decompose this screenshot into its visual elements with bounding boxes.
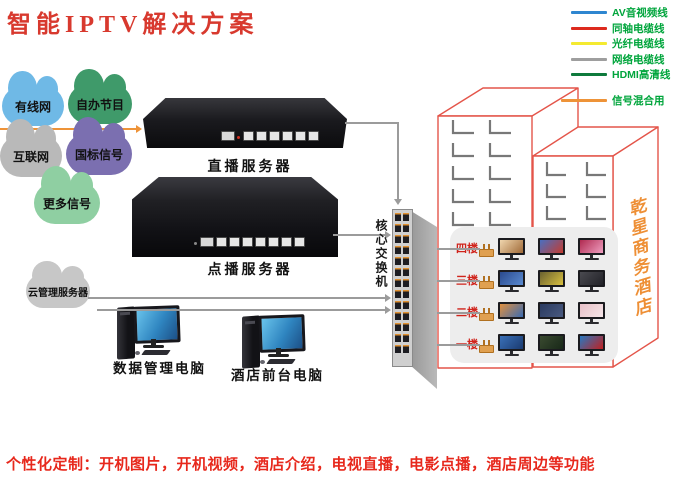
- wifi-ap-icon: [479, 308, 494, 321]
- floors-panel: 四楼 三楼 二楼 一楼: [450, 227, 618, 363]
- cloud-label: 国标信号: [74, 147, 123, 162]
- tv-screen: [578, 301, 605, 319]
- tv-screen: [538, 269, 565, 287]
- cloud-self-programs: 自办节目: [68, 68, 132, 124]
- building-windows: [451, 120, 606, 227]
- floor4-link: [430, 248, 480, 250]
- wifi-ap-icon: [479, 276, 494, 289]
- tv-screen: [498, 237, 525, 255]
- legend-line-mixed: [561, 98, 607, 102]
- legend-label: 信号混合用: [612, 94, 665, 107]
- core-switch-label: 核心交换机: [374, 219, 388, 289]
- live-server-link-arrow: [394, 199, 402, 205]
- pc-monitor: [133, 305, 181, 344]
- caption: 个性化定制：开机图片，开机视频，酒店介绍，电视直播，电影点播，酒店周边等功能: [6, 456, 596, 473]
- floor2-link: [430, 312, 480, 314]
- cloud-label: 互联网: [12, 149, 49, 164]
- legend-item: 光纤电缆线: [561, 36, 680, 52]
- tv-screen: [498, 269, 525, 287]
- vod-server-label: 点播服务器: [207, 261, 293, 277]
- live-server-link: [397, 122, 399, 199]
- legend-item: AV音视频线: [561, 5, 680, 21]
- legend-item: 信号混合用: [561, 93, 680, 109]
- live-server-link: [345, 122, 399, 124]
- floor3-link: [430, 280, 480, 282]
- legend-item: 网络电缆线: [561, 52, 680, 68]
- wifi-ap-icon: [479, 244, 494, 257]
- tv-screen: [498, 301, 525, 319]
- legend-label: HDMI高清线: [612, 69, 671, 82]
- server-ports: [221, 131, 319, 141]
- pc-tower: [117, 306, 135, 360]
- cloud-server-link-arrow: [385, 294, 391, 302]
- data-management-pc-label: 数据管理电脑: [113, 361, 206, 376]
- wifi-ap-icon: [479, 340, 494, 353]
- cloud-cable-network: 有线网: [2, 70, 64, 126]
- server-ports: [194, 237, 305, 247]
- tv-screen: [498, 333, 525, 351]
- tv-screen: [538, 333, 565, 351]
- tv-screen: [578, 237, 605, 255]
- tv-screen: [538, 301, 565, 319]
- live-server: [143, 98, 347, 148]
- legend-line-fiber: [571, 42, 607, 46]
- vod-server-link-arrow: [385, 231, 391, 239]
- tv: [578, 301, 605, 324]
- floor1-link: [430, 344, 480, 346]
- pc-monitor: [258, 314, 306, 353]
- cloud-more-signals: 更多信号: [34, 166, 100, 224]
- front-desk-pc-label: 酒店前台电脑: [231, 368, 324, 383]
- legend-label: AV音视频线: [612, 7, 668, 20]
- legend-item: HDMI高清线: [561, 67, 680, 83]
- data-management-pc: [113, 303, 185, 365]
- cloud-gb-signal: 国标信号: [66, 117, 132, 175]
- floor-row-4: 四楼: [450, 231, 618, 263]
- tv: [498, 333, 525, 356]
- cloud-server-link: [88, 297, 385, 299]
- tv-screen: [578, 269, 605, 287]
- core-switch-side: [411, 211, 437, 389]
- live-server-label: 直播服务器: [207, 158, 293, 174]
- legend-line-coax: [571, 26, 607, 30]
- tv: [498, 301, 525, 324]
- tv: [578, 333, 605, 356]
- legend-line-hdmi: [571, 73, 607, 77]
- tv: [538, 269, 565, 292]
- left-building-roof: [437, 87, 579, 117]
- vod-server: [132, 177, 338, 257]
- legend-label: 网络电缆线: [612, 53, 665, 66]
- pc-link: [97, 309, 385, 311]
- vod-server-link: [333, 234, 385, 236]
- tv: [578, 269, 605, 292]
- floor-row-1: 一楼: [450, 327, 618, 359]
- tv: [498, 237, 525, 260]
- legend-label: 同轴电缆线: [612, 22, 665, 35]
- legend-label: 光纤电缆线: [612, 38, 665, 51]
- legend-line-av: [571, 11, 607, 15]
- tv: [498, 269, 525, 292]
- tv-screen: [538, 237, 565, 255]
- front-desk-pc: [238, 312, 310, 374]
- cloud-label: 自办节目: [75, 97, 124, 112]
- legend-line-ethernet: [571, 57, 607, 61]
- tv: [538, 237, 565, 260]
- cloud-label: 有线网: [14, 99, 51, 114]
- tv: [538, 333, 565, 356]
- cloud-label: 更多信号: [42, 196, 91, 211]
- page-title: 智能IPTV解决方案: [7, 12, 259, 38]
- mixed-signal-arrow: [136, 125, 142, 133]
- mixed-signal-line: [0, 128, 137, 130]
- floor-row-2: 二楼: [450, 295, 618, 327]
- legend: AV音视频线 同轴电缆线 光纤电缆线 网络电缆线 HDMI高清线 信号混合用: [561, 5, 680, 108]
- cloud-management-server: 云管理服务器: [26, 261, 90, 308]
- tv-screen: [578, 333, 605, 351]
- legend-item: 同轴电缆线: [561, 21, 680, 37]
- pc-link-arrow: [385, 306, 391, 314]
- cloud-label: 云管理服务器: [28, 287, 88, 299]
- tv: [538, 301, 565, 324]
- pc-tower: [242, 315, 260, 369]
- floor-row-3: 三楼: [450, 263, 618, 295]
- core-switch: [392, 209, 413, 367]
- tv: [578, 237, 605, 260]
